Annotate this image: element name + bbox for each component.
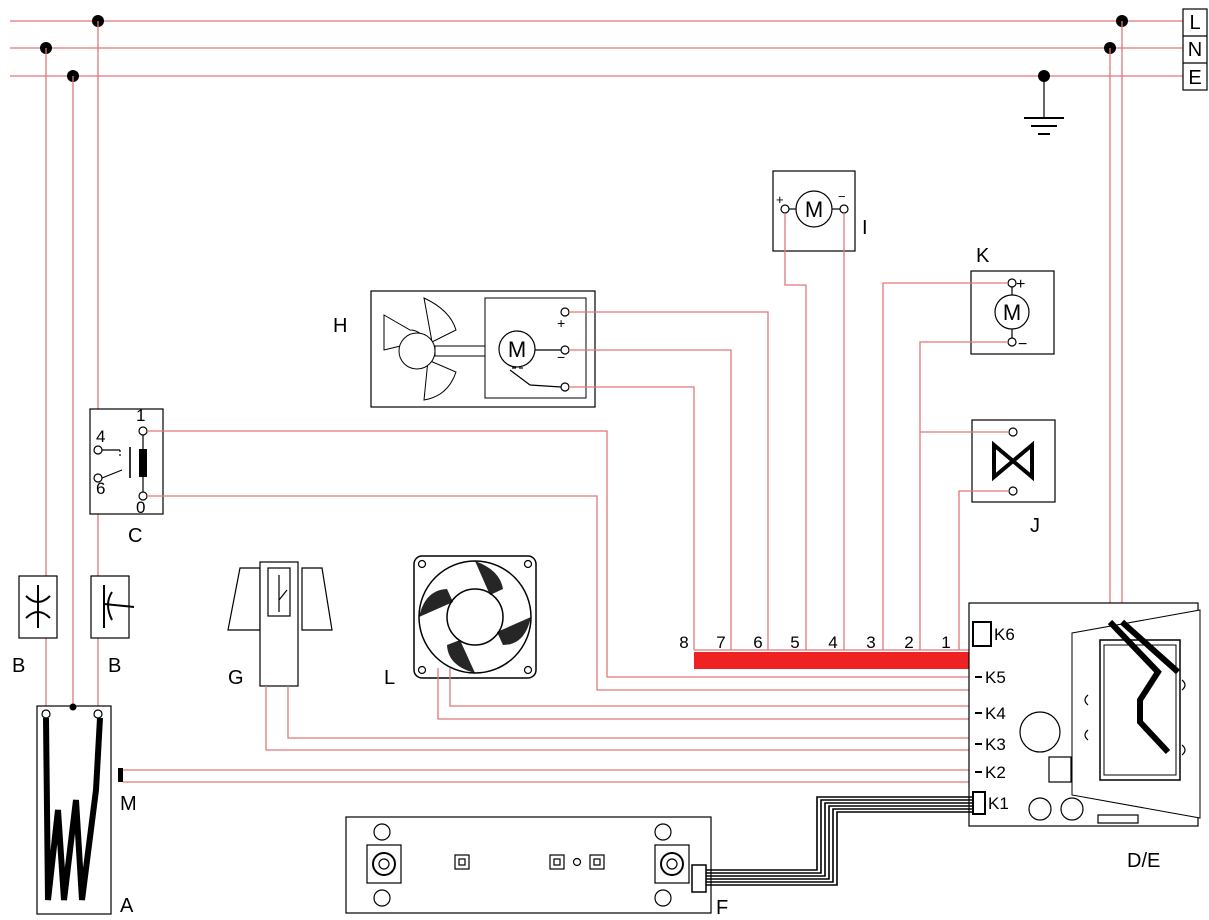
component-a: A bbox=[36, 703, 134, 917]
label-l: L bbox=[384, 667, 395, 689]
l-wires bbox=[437, 668, 975, 720]
g-wires bbox=[265, 686, 975, 751]
wire-harness: 8 7 6 5 4 3 2 1 bbox=[679, 633, 977, 669]
component-h: M + − H bbox=[333, 290, 596, 408]
relay-pin-4: 4 bbox=[96, 427, 105, 446]
harness-pin-2: 2 bbox=[904, 633, 913, 652]
label-g: G bbox=[228, 667, 244, 689]
label-c: C bbox=[128, 525, 142, 547]
harness-pin-4: 4 bbox=[828, 633, 837, 652]
k-wires bbox=[882, 282, 1008, 650]
relay-pin-6: 6 bbox=[96, 479, 105, 498]
board-connector-k1: K1 bbox=[988, 794, 1009, 813]
label-b-left: B bbox=[12, 655, 25, 677]
k-plus-symbol: + bbox=[1016, 276, 1025, 293]
harness-pin-5: 5 bbox=[790, 633, 799, 652]
label-k: K bbox=[976, 245, 990, 267]
ribbon-cable bbox=[706, 796, 973, 886]
label-de: D/E bbox=[1127, 850, 1160, 872]
relay-pin-1: 1 bbox=[136, 406, 145, 425]
supply-label-e: E bbox=[1188, 67, 1201, 89]
board-connector-k6: K6 bbox=[994, 625, 1015, 644]
component-de: K6 K5 K4 K3 K2 K1 D/E bbox=[968, 602, 1201, 872]
i-wires bbox=[784, 213, 845, 650]
label-b-right: B bbox=[108, 655, 121, 677]
component-l: L bbox=[384, 555, 537, 689]
supply-bus: L N E bbox=[10, 8, 1208, 91]
board-connector-k2: K2 bbox=[985, 763, 1006, 782]
component-k: M + − K bbox=[970, 245, 1055, 355]
i-minus-symbol: − bbox=[838, 189, 846, 204]
ground-icon bbox=[1024, 76, 1064, 135]
relay-wires bbox=[147, 430, 975, 691]
label-f: F bbox=[716, 897, 728, 919]
h-minus-symbol: − bbox=[557, 349, 565, 365]
supply-label-l: L bbox=[1189, 12, 1200, 34]
label-m: M bbox=[120, 793, 137, 815]
component-i: M + − I bbox=[772, 170, 868, 252]
board-connector-k3: K3 bbox=[985, 735, 1006, 754]
component-g: G bbox=[227, 561, 333, 689]
k-motor-symbol: M bbox=[1003, 300, 1021, 325]
board-connector-k5: K5 bbox=[985, 668, 1006, 687]
component-j: J bbox=[971, 419, 1056, 537]
component-c: 1 4 6 0 C bbox=[89, 406, 164, 547]
component-m: M bbox=[118, 768, 975, 815]
relay-pin-0: 0 bbox=[136, 498, 145, 517]
k-minus-symbol: − bbox=[1018, 336, 1027, 353]
h-motor-symbol: M bbox=[508, 337, 526, 362]
harness-pin-7: 7 bbox=[716, 633, 725, 652]
label-j: J bbox=[1030, 515, 1040, 537]
harness-pin-3: 3 bbox=[866, 633, 875, 652]
harness-pin-6: 6 bbox=[753, 633, 762, 652]
component-f: F bbox=[345, 816, 728, 919]
harness-bar bbox=[694, 652, 977, 669]
supply-label-n: N bbox=[1188, 39, 1202, 61]
board-connector-k4: K4 bbox=[985, 704, 1006, 723]
i-plus-symbol: + bbox=[776, 192, 784, 207]
harness-pin-8: 8 bbox=[679, 633, 688, 652]
label-a: A bbox=[120, 895, 134, 917]
component-b-right: B bbox=[90, 575, 135, 677]
supply-terminal-box bbox=[1182, 8, 1208, 91]
label-i: I bbox=[862, 217, 868, 239]
h-plus-symbol: + bbox=[557, 315, 565, 331]
component-b-left: B bbox=[12, 575, 58, 677]
h-wires bbox=[569, 311, 769, 650]
j-wires bbox=[920, 431, 1009, 650]
i-motor-symbol: M bbox=[805, 197, 823, 222]
harness-pin-1: 1 bbox=[941, 633, 950, 652]
label-h: H bbox=[333, 315, 347, 337]
